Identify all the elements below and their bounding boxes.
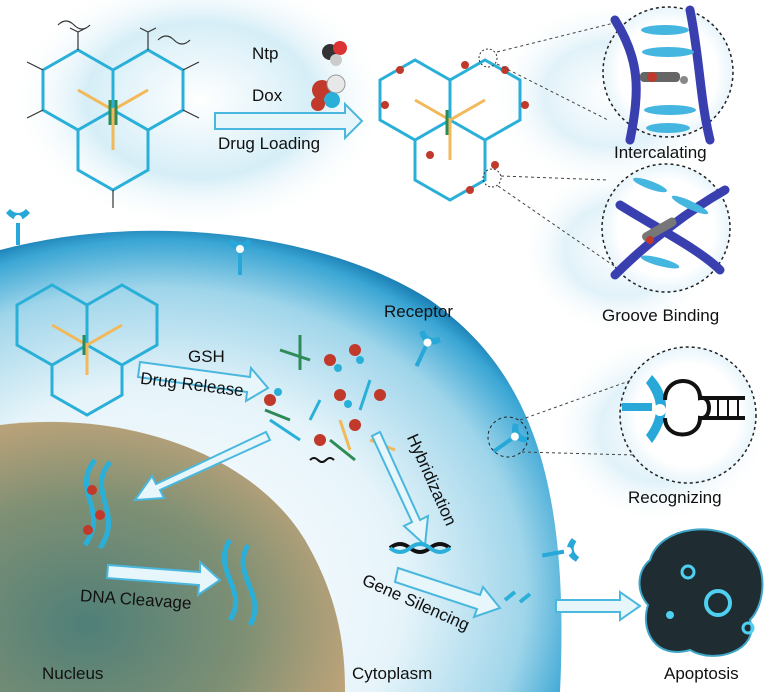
intercalating-label: Intercalating (614, 143, 707, 162)
cleavage-arrow (105, 559, 222, 598)
dna-nanostructure-icon (26, 20, 200, 208)
zoom-origin-3 (487, 416, 529, 458)
hybridization-arrow (370, 430, 430, 548)
loaded-nanostructure (378, 58, 529, 202)
drug-molecule-icon (311, 41, 347, 111)
gsh-arrow (136, 360, 270, 403)
cell-nanostructure (15, 283, 159, 417)
zoom-line (496, 63, 609, 121)
zoom-origin-2 (482, 168, 502, 188)
groove-binding-zoom (601, 163, 731, 293)
top-glow (10, 0, 390, 230)
apoptosis-label: Apoptosis (664, 664, 739, 683)
ntp-label: Ntp (252, 44, 279, 63)
receptor-label: Receptor (384, 302, 453, 321)
zoom-line (496, 21, 619, 53)
nucleus-label: Nucleus (42, 664, 104, 683)
gsh-label: GSH (188, 347, 225, 366)
apoptosis-arrow (555, 590, 642, 622)
cytoplasm-label: Cytoplasm (352, 664, 433, 683)
receptor-icon (6, 209, 580, 562)
drug-loading-label: Drug Loading (218, 134, 321, 153)
zoom-origin-1 (478, 48, 498, 68)
apoptotic-cell-icon (638, 528, 764, 657)
silenced-fragments (503, 590, 532, 604)
double-helix-icon (610, 5, 715, 145)
hybrid-duplex (388, 542, 452, 554)
released-fragments (264, 335, 396, 463)
hairpin-icon (663, 379, 745, 437)
nucleus-arrow (132, 430, 272, 502)
zoom-line (521, 451, 635, 456)
zoom-line (497, 185, 621, 271)
recognizing-zoom (619, 346, 757, 484)
gene-silencing-arrow (393, 566, 502, 619)
recognizing-label: Recognizing (628, 488, 722, 507)
double-helix-icon (82, 458, 258, 627)
zoom-line (519, 379, 633, 421)
groove-binding-label: Groove Binding (602, 306, 720, 325)
dox-label: Dox (252, 86, 283, 105)
intercalating-zoom (602, 5, 734, 145)
drug-loading-arrow (214, 101, 364, 141)
